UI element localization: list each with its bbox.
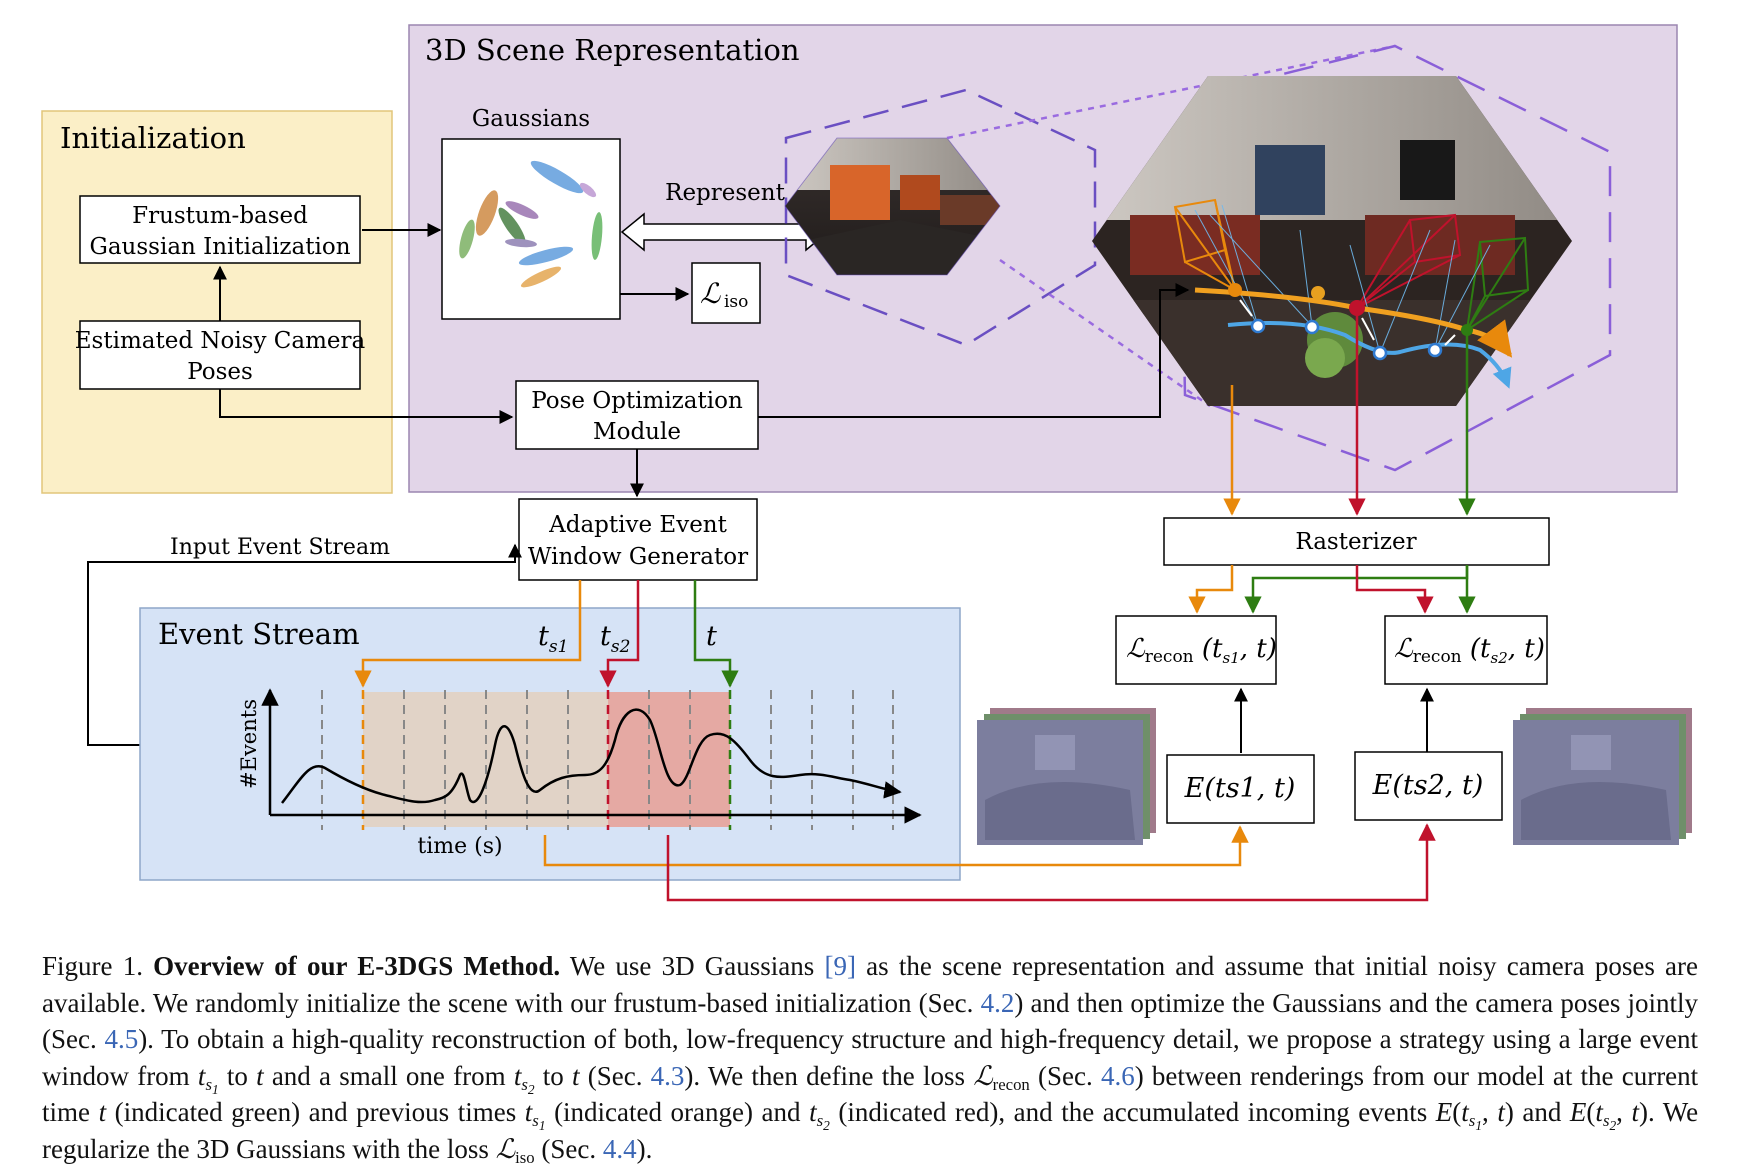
method-overview-figure: Initialization Frustum-based Gaussian In… xyxy=(41,24,1692,902)
scene-representation-panel: 3D Scene Representation Gaussians Repres… xyxy=(219,24,1678,493)
x-axis-label: time (s) xyxy=(417,834,502,859)
gaussians-label: Gaussians xyxy=(472,106,590,132)
frustum-init-line2: Gaussian Initialization xyxy=(89,234,350,260)
caption-text: (indicated red), and the accumulated inc… xyxy=(838,1097,1428,1127)
camera-frustum-orange xyxy=(1173,198,1236,291)
initialization-title: Initialization xyxy=(60,121,246,155)
l-recon-ts2-label: ℒrecon (ts2, t) xyxy=(1394,634,1545,667)
caption-text: (indicated green) and previous times xyxy=(114,1097,517,1127)
camera-frustum-red xyxy=(1356,213,1462,309)
e-ts1-box xyxy=(1166,754,1315,824)
caption-text: . We regularize the 3D Gaussians with th… xyxy=(42,1097,1699,1164)
e-ts2-label: E(ts2, t) xyxy=(1372,770,1484,801)
frustum-init-line1: Frustum-based xyxy=(132,203,308,229)
caption-text: as the scene representation and assume t… xyxy=(42,951,1699,1018)
trajectory-blue xyxy=(1227,320,1512,389)
pose-optimization-box xyxy=(515,380,759,450)
camera-point-orange-1 xyxy=(1228,283,1242,297)
camera-point-blue-3 xyxy=(1372,345,1388,361)
caption-text: ). We then define the loss xyxy=(684,1060,965,1091)
represent-label: Represent xyxy=(665,180,785,206)
l-iso-symbol: ℒ xyxy=(700,277,721,310)
caption-text: We use 3D Gaussians xyxy=(569,951,815,981)
l-recon-ts2-box xyxy=(1384,615,1548,685)
large-window-shade xyxy=(363,692,608,827)
section-link[interactable]: 4.6 xyxy=(1100,1060,1135,1091)
section-link[interactable]: 4.2 xyxy=(980,987,1015,1018)
caption-text: to xyxy=(226,1060,248,1091)
noisy-poses-line2: Poses xyxy=(187,359,253,385)
t-label: t xyxy=(706,621,717,652)
camera-point-blue-1 xyxy=(1250,318,1266,334)
camera-point-blue-2 xyxy=(1304,319,1320,335)
caption-title: Overview of our E-3DGS Method. xyxy=(153,951,561,981)
e-ts1-label: E(ts1, t) xyxy=(1184,773,1296,804)
figure-caption: Figure 1. Overview of our E-3DGS Method.… xyxy=(42,951,1699,1167)
caption-text: and a small one from xyxy=(271,1060,506,1091)
e-ts2-box xyxy=(1354,751,1503,821)
caption-text: (Sec. xyxy=(1038,1060,1093,1091)
trajectory-orange xyxy=(1194,287,1513,358)
l-recon-ts1-box xyxy=(1115,615,1277,685)
caption-text: ) between renderings from our model at t… xyxy=(42,1060,1699,1128)
input-event-stream-label: Input Event Stream xyxy=(170,535,390,560)
adaptive-window-line1: Adaptive Event xyxy=(548,512,727,538)
caption-text: and xyxy=(1522,1097,1562,1127)
caption-text: to xyxy=(542,1060,564,1091)
caption-text: (Sec. xyxy=(587,1060,643,1091)
camera-point-orange-2 xyxy=(1311,286,1325,300)
l-iso-box xyxy=(691,262,761,324)
y-axis-label: #Events xyxy=(237,699,261,789)
section-link[interactable]: 4.3 xyxy=(650,1060,685,1091)
caption-text: (Sec. xyxy=(541,1133,597,1164)
caption-figure-label: Figure 1. xyxy=(42,951,143,981)
gaussian-ellipses xyxy=(459,160,603,288)
event-frames-left xyxy=(977,708,1156,845)
pose-optimization-line2: Module xyxy=(593,419,681,445)
camera-point-blue-4 xyxy=(1427,342,1443,358)
caption-text: ). To obtain a high-quality reconstructi… xyxy=(42,1024,1699,1091)
caption-text: ). xyxy=(636,1133,653,1164)
pose-optimization-line1: Pose Optimization xyxy=(531,388,743,414)
camera-point-red xyxy=(1349,300,1365,316)
citation-link[interactable]: [9] xyxy=(824,951,856,981)
caption-text: ) and then optimize the Gaussians and th… xyxy=(42,987,1699,1055)
initialization-panel: Initialization Frustum-based Gaussian In… xyxy=(41,110,393,494)
section-link[interactable]: 4.4 xyxy=(602,1133,637,1164)
rasterizer-box xyxy=(1163,517,1550,566)
event-stream-title: Event Stream xyxy=(158,617,360,651)
section-link[interactable]: 4.5 xyxy=(104,1024,139,1054)
frustum-init-box xyxy=(79,195,361,264)
event-stream-panel: Event Stream #Events time (s) ts1 ts2 t xyxy=(139,607,961,881)
adaptive-window-line2: Window Generator xyxy=(528,544,748,570)
small-window-shade xyxy=(608,692,730,827)
caption-text: (indicated orange) and xyxy=(554,1097,801,1127)
noisy-poses-line1: Estimated Noisy Camera xyxy=(75,328,366,354)
noisy-poses-box xyxy=(79,320,361,390)
l-iso-subscript: iso xyxy=(724,292,748,312)
scene-title: 3D Scene Representation xyxy=(425,33,800,67)
l-recon-ts1-label: ℒrecon (ts1, t) xyxy=(1126,634,1277,667)
event-frames-right xyxy=(1513,708,1692,845)
event-count-curve xyxy=(281,708,902,804)
rasterizer-label: Rasterizer xyxy=(1295,529,1416,555)
camera-point-green xyxy=(1461,324,1473,336)
